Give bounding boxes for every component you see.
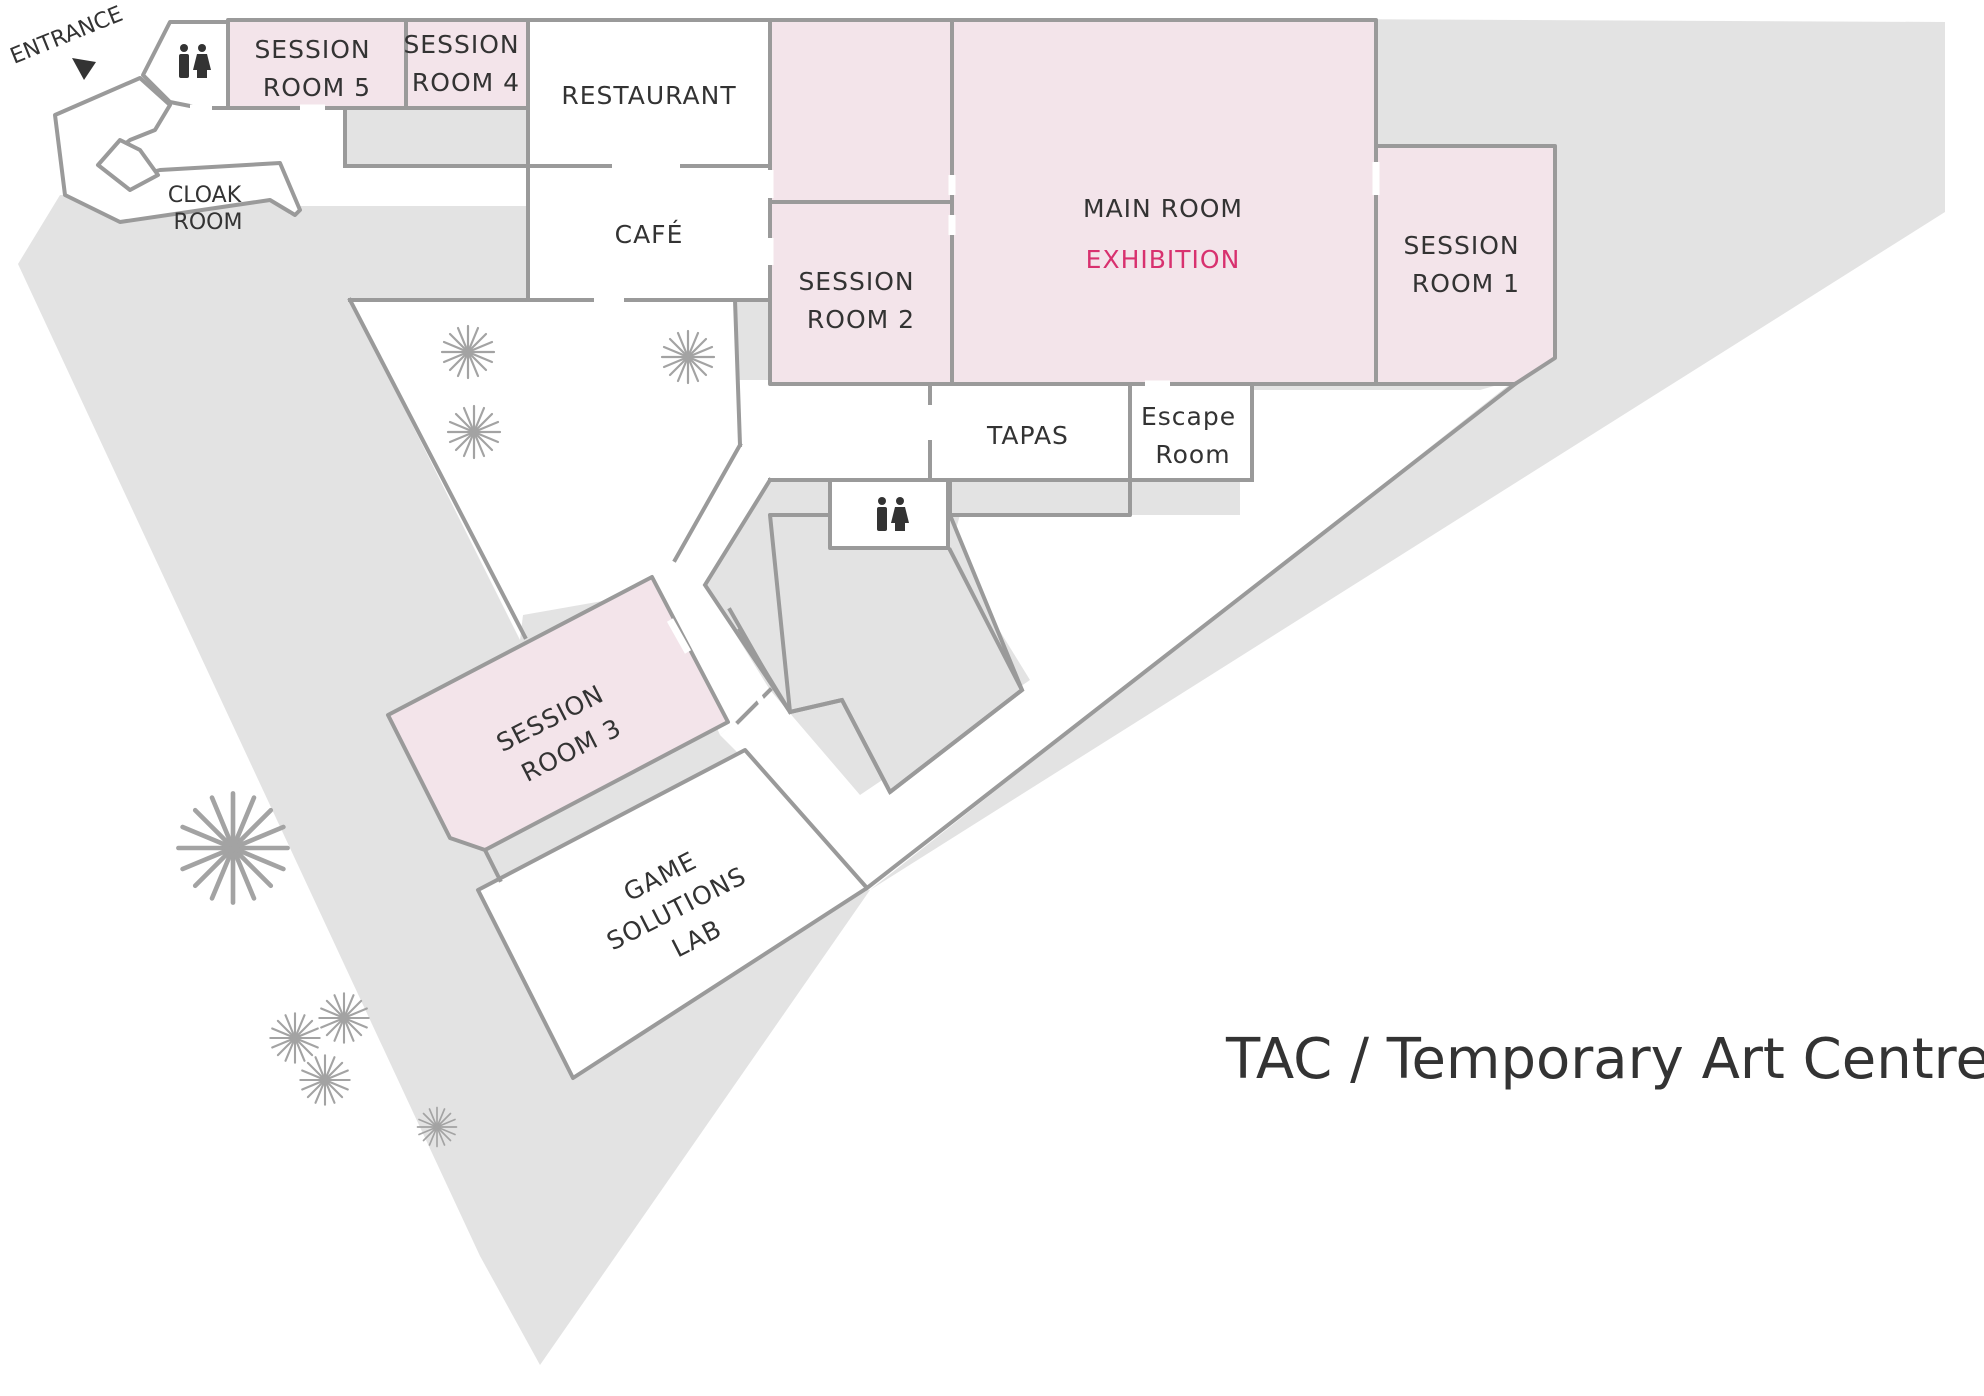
exhibition-west-hall[interactable]	[768, 18, 954, 204]
restaurant[interactable]	[526, 18, 772, 168]
entrance-label: ENTRANCE	[7, 2, 127, 70]
main-room-label: MAIN ROOM	[1083, 194, 1243, 223]
restroom-icon	[877, 497, 909, 531]
tree-icon	[176, 791, 290, 905]
session-room-2[interactable]	[768, 200, 954, 386]
entrance-marker[interactable]: ENTRANCE	[7, 2, 127, 80]
tapas-label: TAPAS	[986, 421, 1069, 450]
room-labels: SESSION ROOM 5 SESSION ROOM 4 RESTAURANT…	[168, 30, 1528, 963]
tree-icon	[269, 1012, 321, 1064]
venue-title: TAC / Temporary Art Centre	[1225, 1027, 1984, 1092]
tree-icon	[446, 404, 502, 460]
tree-icon	[440, 324, 496, 380]
session-room-1[interactable]	[1374, 144, 1557, 386]
entrance-arrow-icon	[72, 58, 96, 80]
main-room[interactable]	[950, 18, 1378, 386]
escape-room-label: Escape Room	[1141, 402, 1245, 469]
restroom-central	[828, 478, 950, 550]
session-room-1-label: SESSION ROOM 1	[1403, 231, 1528, 298]
escape-room[interactable]	[1128, 382, 1254, 482]
storage-block-north	[343, 106, 532, 168]
entrance-foyer	[53, 76, 302, 224]
trees	[176, 324, 716, 1148]
session-room-3[interactable]	[386, 575, 730, 852]
session-room-5-label: SESSION ROOM 5	[254, 35, 379, 102]
restroom-icon	[179, 44, 211, 78]
walls	[343, 106, 1518, 891]
tree-icon	[660, 329, 716, 385]
doors	[190, 104, 1380, 722]
restaurant-label: RESTAURANT	[561, 81, 736, 110]
session-room-4-label: SESSION ROOM 4	[403, 30, 528, 97]
tree-icon	[318, 992, 370, 1044]
cafe-label: CAFÉ	[615, 220, 684, 249]
exhibition-label: EXHIBITION	[1086, 245, 1241, 274]
tree-icon	[299, 1054, 351, 1106]
cloak-room-label: CLOAK ROOM	[168, 183, 248, 235]
session-room-2-label: SESSION ROOM 2	[798, 267, 923, 334]
session-room-4[interactable]	[404, 18, 530, 110]
cloak-room-booth	[96, 138, 160, 192]
tree-icon	[416, 1106, 458, 1148]
storage-block-east	[948, 478, 1132, 517]
rooms	[53, 18, 1557, 1080]
